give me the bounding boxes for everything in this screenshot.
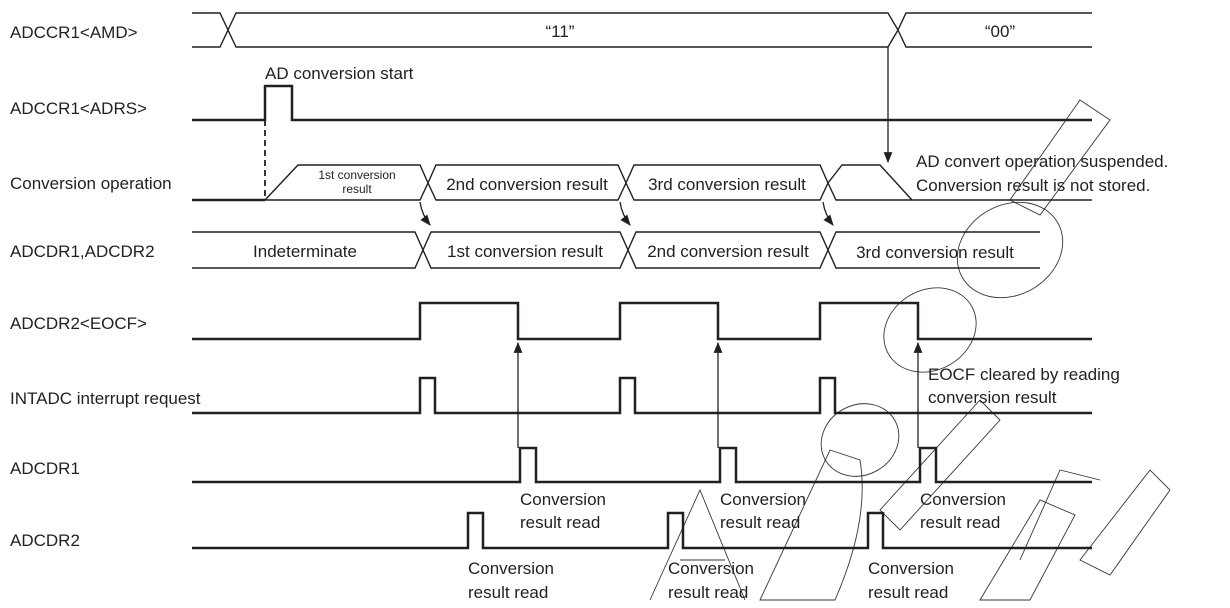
conversion-op-first-line2: result (342, 182, 372, 196)
signal-label-adcdr2: ADCDR2 (10, 531, 80, 550)
signal-label-adrs: ADCCR1<ADRS> (10, 99, 147, 118)
signal-label-adcdr1: ADCDR1 (10, 459, 80, 478)
amd-value-00: “00” (985, 22, 1016, 41)
adcdr2-read-2-line2: result read (668, 583, 748, 602)
signal-label-conversion-operation: Conversion operation (10, 174, 172, 193)
adcdr1-read-1-line2: result read (520, 513, 600, 532)
suspended-note-line2: Conversion result is not stored. (916, 176, 1150, 195)
adcdr2-waveform (192, 511, 1092, 550)
adcdr1-read-2-line1: Conversion (720, 490, 806, 509)
adcdr2-read-3-line1: Conversion (868, 559, 954, 578)
adcdr2-read-3-line2: result read (868, 583, 948, 602)
intadc-waveform (192, 376, 1092, 415)
eocf-waveform (192, 301, 1092, 341)
signal-label-intadc: INTADC interrupt request (10, 389, 201, 408)
adcdr2-read-1-line1: Conversion (468, 559, 554, 578)
adcdr2-read-2-line1: Conversion (668, 559, 754, 578)
signal-label-adcdr12: ADCDR1,ADCDR2 (10, 242, 155, 261)
signal-label-amd: ADCCR1<AMD> (10, 23, 138, 42)
signal-label-eocf: ADCDR2<EOCF> (10, 314, 147, 333)
ad-conversion-start-note: AD conversion start (265, 64, 414, 83)
adcdr-first: 1st conversion result (447, 242, 603, 261)
eocf-cleared-note-line2: conversion result (928, 388, 1057, 407)
eocf-cleared-note-line1: EOCF cleared by reading (928, 365, 1120, 384)
conversion-operation-waveform (192, 164, 1092, 202)
adcdr-second: 2nd conversion result (647, 242, 809, 261)
conversion-op-first-line1: 1st conversion (318, 168, 395, 182)
adcdr-bus-waveform (192, 231, 1040, 269)
suspended-note-line1: AD convert operation suspended. (916, 152, 1168, 171)
amd-value-11: “11” (546, 22, 575, 41)
store-arrows (419, 201, 834, 226)
adcdr-third: 3rd conversion result (856, 243, 1014, 262)
amd-waveform (192, 12, 1092, 48)
conversion-op-third: 3rd conversion result (648, 175, 806, 194)
adcdr-indeterminate: Indeterminate (253, 242, 357, 261)
conversion-op-second: 2nd conversion result (446, 175, 608, 194)
clear-arrows (513, 341, 923, 448)
adcdr1-read-3-line1: Conversion (920, 490, 1006, 509)
adrs-waveform (192, 84, 1092, 122)
watermark-outline (649, 99, 1171, 601)
adcdr1-read-1-line1: Conversion (520, 490, 606, 509)
adcdr2-read-1-line2: result read (468, 583, 548, 602)
adcdr1-waveform (192, 446, 1092, 484)
adcdr1-read-3-line2: result read (920, 513, 1000, 532)
adcdr1-read-2-line2: result read (720, 513, 800, 532)
